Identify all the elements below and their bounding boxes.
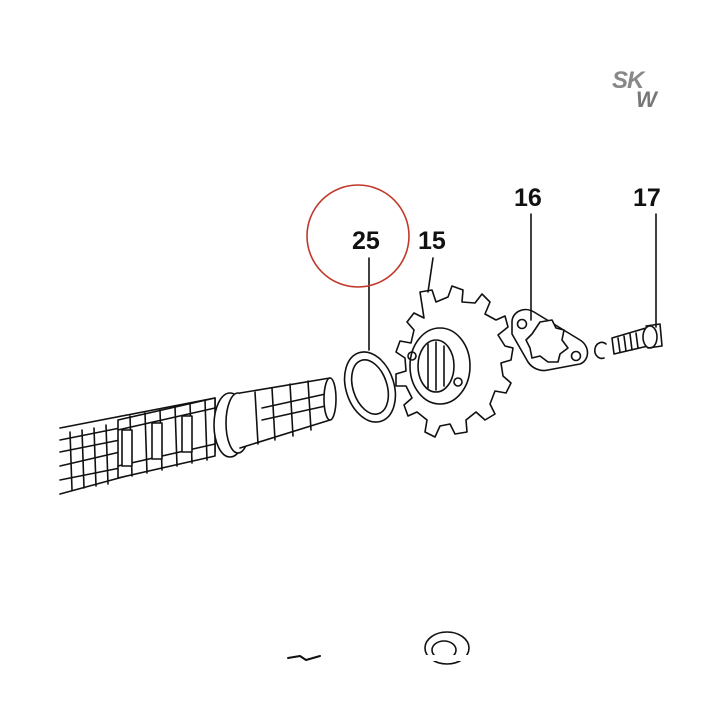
circlip (594, 341, 607, 360)
brand-logo: SK W (608, 67, 662, 113)
callout-label-25[interactable]: 25 (352, 227, 380, 255)
callout-label-15[interactable]: 15 (418, 227, 446, 255)
leader-15 (427, 257, 434, 293)
highlight-circle-25 (306, 184, 410, 288)
washer-part-25[interactable] (336, 345, 404, 428)
logo-text-bottom: W (636, 87, 657, 112)
bolt-part-17[interactable] (611, 323, 663, 355)
callout-label-16[interactable]: 16 (514, 184, 542, 212)
lock-plate-part-16[interactable] (511, 308, 589, 372)
logo-text-top: SK (612, 67, 644, 94)
lower-parts-partial (287, 631, 473, 665)
sprocket-part-15[interactable] (395, 285, 514, 438)
splined-shaft (59, 377, 337, 495)
callout-label-17[interactable]: 17 (633, 184, 661, 212)
